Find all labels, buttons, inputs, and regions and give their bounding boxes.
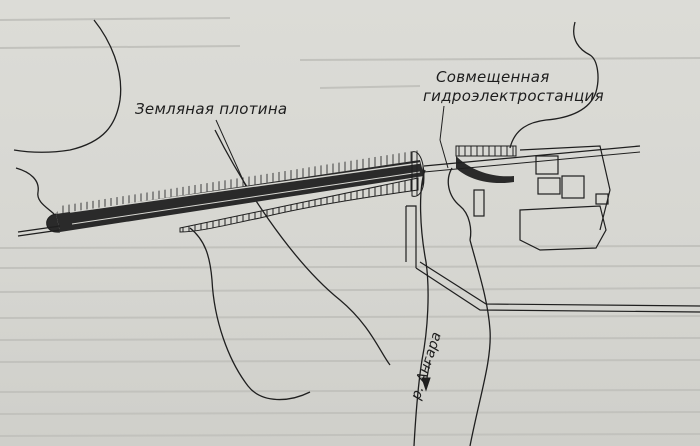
faint-background-lines — [0, 17, 700, 437]
shoreline-lines — [13, 19, 599, 446]
hydro-power-station — [411, 145, 641, 197]
earth-dam-label: Земляная плотина — [135, 100, 288, 118]
hydro-station-label-line1: Совмещенная — [436, 68, 550, 86]
roads — [17, 205, 700, 313]
buildings — [473, 145, 611, 251]
earth-dam — [46, 150, 424, 233]
river-flow-arrow-icon — [421, 359, 431, 392]
hydro-station-label-line2: гидроэлектростанция — [423, 87, 604, 105]
